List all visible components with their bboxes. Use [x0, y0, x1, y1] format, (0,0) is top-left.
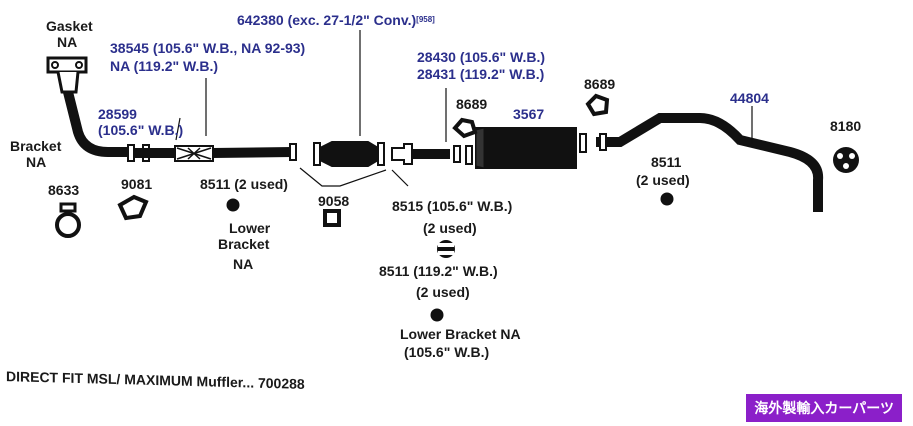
tailpipe [596, 113, 824, 212]
label-lower-bracket-b-l1: Lower Bracket NA [400, 326, 521, 342]
catalytic-converter [319, 141, 379, 167]
label-38545-l1: 38545 (105.6" W.B., NA 92-93) [110, 40, 306, 56]
label-3567: 3567 [513, 106, 545, 122]
label-8180: 8180 [830, 118, 862, 134]
hanger-8180-icon [833, 147, 859, 173]
u-clamp-icon [55, 202, 81, 238]
label-bracket-na: NA [26, 154, 47, 170]
label-8511-c-used: (2 used) [636, 172, 690, 188]
label-28599-l2: (105.6" W.B.) [98, 122, 184, 138]
label-9058: 9058 [318, 193, 350, 209]
gasket-8689-b-icon [585, 93, 610, 117]
label-lower-na: NA [233, 256, 254, 272]
label-lower-bracket-b-l2: (105.6" W.B.) [404, 344, 490, 360]
lower-bracket-b-icon [430, 308, 444, 322]
label-8511-b-used: (2 used) [416, 284, 470, 300]
gasket-9058-icon [323, 209, 341, 227]
lower-bracket-icon [226, 198, 240, 212]
label-28599-l1: 28599 [98, 106, 137, 122]
front-pipe [63, 90, 130, 157]
label-8511-b: 8511 (119.2" W.B.) [379, 263, 498, 279]
label-642380-ref: [958] [416, 15, 435, 24]
label-44804: 44804 [730, 90, 769, 106]
label-gasket: Gasket [46, 18, 93, 34]
label-642380: 642380 (exc. 27-1/2" Conv.)[958] [237, 12, 435, 28]
label-lower: Lower [229, 220, 271, 236]
label-8511-c: 8511 [651, 154, 682, 170]
import-parts-badge: 海外製輸入カーパーツ [745, 393, 903, 423]
muffler-body [475, 127, 577, 169]
label-28431: 28431 (119.2" W.B.) [417, 66, 545, 82]
label-28430: 28430 (105.6" W.B.) [417, 49, 546, 65]
label-8511-a: 8511 (2 used) [200, 176, 288, 192]
gasket-9081-icon [117, 194, 149, 221]
label-gasket-na: NA [57, 34, 78, 50]
manifold-flange [46, 56, 88, 94]
label-9081: 9081 [121, 176, 153, 192]
label-8633: 8633 [48, 182, 80, 198]
label-8689-a: 8689 [456, 96, 488, 112]
label-642380-text: 642380 (exc. 27-1/2" Conv.) [237, 12, 417, 28]
clamp-8515-icon [437, 240, 455, 258]
label-bracket: Bracket [10, 138, 62, 154]
label-8515: 8515 (105.6" W.B.) [392, 198, 513, 214]
clamp-8511-c-icon [660, 192, 674, 206]
label-lower-bracket: Bracket [218, 236, 270, 252]
leader-lines [175, 30, 753, 187]
label-8689-b: 8689 [584, 76, 616, 92]
label-38545-l2: NA (119.2" W.B.) [110, 58, 219, 74]
label-8515-used: (2 used) [423, 220, 477, 236]
gasket-8689-a-icon [452, 117, 478, 139]
